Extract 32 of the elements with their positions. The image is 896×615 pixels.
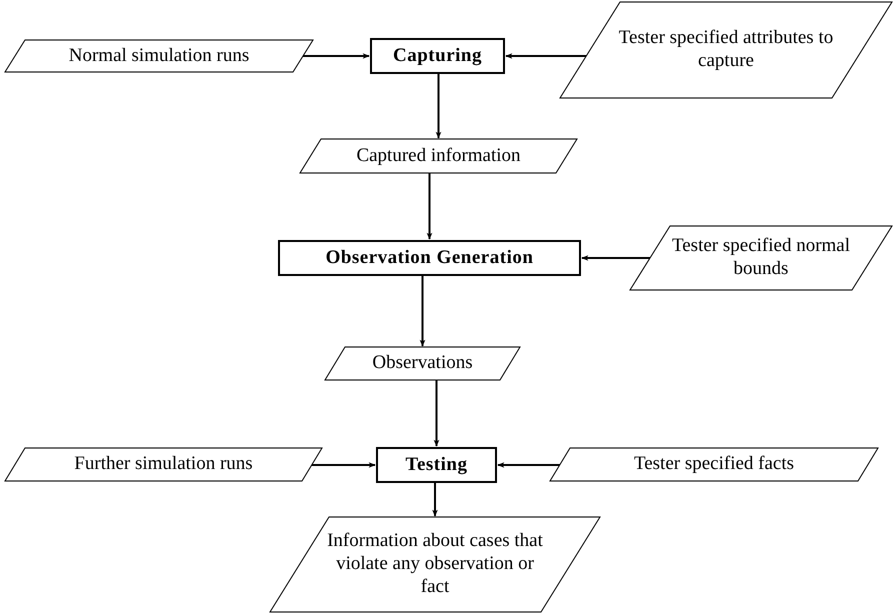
data-parallelogram — [550, 448, 878, 481]
data-parallelogram — [560, 2, 892, 98]
data-label: Tester specified normal bounds — [670, 235, 852, 281]
arrow — [420, 276, 426, 347]
data-label: Tester specified facts — [634, 453, 794, 476]
arrow — [434, 380, 440, 447]
process-label: Observation Generation — [326, 246, 534, 270]
arrow — [426, 173, 432, 240]
data-parallelogram — [325, 347, 520, 380]
process-box — [376, 447, 497, 483]
data-label: Tester specified attributes to capture — [618, 27, 834, 73]
data-parallelogram — [270, 517, 600, 612]
data-label: Normal simulation runs — [68, 44, 250, 68]
data-label: Observations — [372, 352, 473, 375]
data-label: Information about cases that violate any observation or fact — [326, 530, 544, 599]
arrow — [303, 53, 370, 59]
data-parallelogram — [630, 226, 892, 290]
arrow — [432, 483, 438, 517]
arrow — [497, 462, 560, 468]
data-label: Further simulation runs — [74, 453, 253, 476]
process-box — [278, 240, 581, 276]
data-parallelogram — [5, 448, 322, 481]
process-box — [370, 38, 505, 74]
data-parallelogram — [300, 139, 577, 173]
data-label: Captured information — [356, 144, 521, 168]
process-label: Capturing — [393, 44, 482, 68]
process-label: Testing — [406, 454, 468, 476]
arrow — [581, 255, 650, 261]
arrow — [505, 53, 586, 59]
data-parallelogram — [5, 40, 313, 72]
arrow — [436, 74, 442, 139]
arrow — [312, 462, 376, 468]
